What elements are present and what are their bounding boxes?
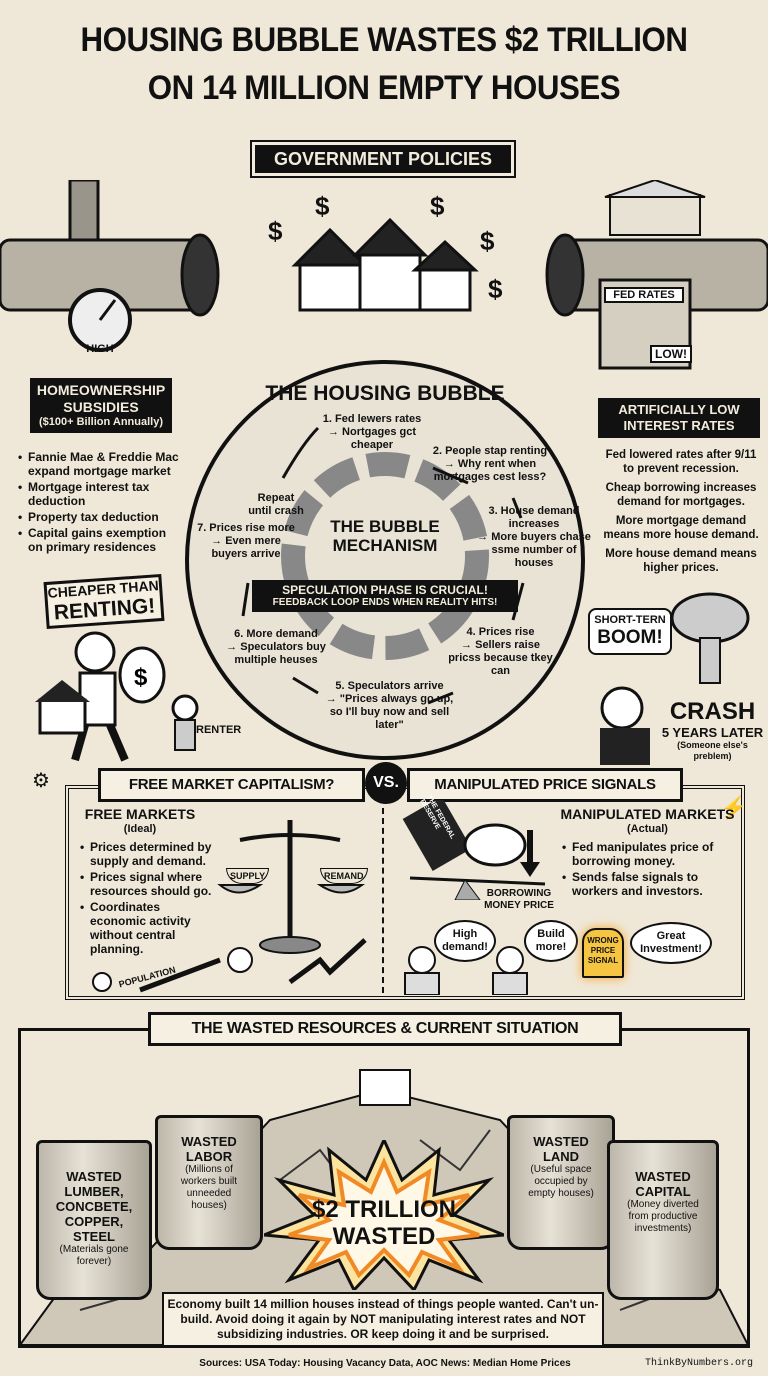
low-rates-text: Fed lowered rates after 9/11 to prevent …: [600, 448, 762, 575]
step-4: 4. Prices rise→ Sellers raise pricss bec…: [448, 626, 553, 677]
borrowing-price-label: BORROWING MONEY PRICE: [484, 888, 554, 911]
free-market-item: Prices signal where resources should go.: [80, 870, 218, 898]
speculation-banner-line-1: SPECULATION PHASE IS CRUCIAL!: [282, 583, 488, 597]
dollar-sign-icons: $ $ $ $ $: [268, 191, 503, 304]
subsidy-item: Capital gains exemption on primary resid…: [18, 526, 182, 554]
homeownership-subsidies-header: HOMEOWNERSHIP SUBSIDIES ($100+ Billion A…: [30, 378, 172, 433]
rates-paragraph: More house demand means higher prices.: [605, 548, 757, 574]
svg-text:$: $: [430, 191, 445, 221]
free-market-item: Coordinates economic activity without ce…: [80, 900, 218, 956]
step-3: 3. House demand increases→ More buyers c…: [477, 505, 591, 569]
can-capital: WASTED CAPITAL (Money diverted from prod…: [607, 1140, 719, 1300]
broken-house-icon: [359, 1069, 411, 1106]
crash-label: CRASH 5 YEARS LATER (Someone else's preb…: [661, 698, 764, 761]
fed-rates-label: FED RATES: [604, 287, 684, 303]
subsidy-item: Fannie Mae & Freddie Mac expand mortgage…: [18, 450, 182, 478]
mushroom-cloud-icon: [670, 592, 750, 644]
rates-paragraph: Cheap borrowing increases demand for mor…: [605, 482, 757, 508]
site-credit[interactable]: ThinkByNumbers.org: [645, 1358, 754, 1369]
house-icon: [38, 698, 87, 735]
speech-great-investment: Great Investment!: [630, 922, 712, 964]
bubble-mechanism-title: THE BUBBLE MECHANISM: [330, 517, 440, 555]
speculation-banner-line-2: FEEDBACK LOOP ENDS WHEN REALITY HITS!: [272, 597, 498, 608]
subsidies-title: HOMEOWNERSHIP SUBSIDIES: [36, 382, 166, 415]
manipulated-markets-list: Fed manipulates price of borrowing money…: [562, 840, 737, 900]
manipulated-signals-banner: MANIPULATED PRICE SIGNALS: [407, 768, 683, 802]
sources: Sources: USA Today: Housing Vacancy Data…: [199, 1358, 571, 1369]
vs-badge: VS.: [365, 762, 407, 804]
can-lumber: WASTED LUMBER, CONCBETE, COPPER, STEEL (…: [36, 1140, 152, 1300]
low-rates-header: ARTIFICIALLY LOW INTEREST RATES: [598, 398, 760, 438]
tilted-scale-icon: [409, 876, 546, 886]
free-markets-list: Prices determined by supply and demand. …: [80, 840, 218, 958]
can-land: WASTED LAND (Useful space occupied by em…: [507, 1115, 615, 1250]
title-line-1: HOUSING BUBBLE WASTES $2 TRILLION: [80, 21, 688, 59]
houses-on-bubble-icon: [291, 217, 479, 312]
lever-low-label[interactable]: LOW!: [650, 345, 692, 363]
population-arrow: [139, 957, 221, 993]
free-market-illustration: [92, 820, 367, 993]
step-5: 5. Speculators arrive→ "Prices always go…: [325, 680, 454, 731]
subsidies-list: Fannie Mae & Freddie Mac expand mortgage…: [18, 450, 182, 556]
burst-line-1: $2 TRILLION: [311, 1196, 456, 1223]
free-market-banner: FREE MARKET CAPITALISM?: [98, 768, 365, 802]
homeowner-illustration: $: [35, 631, 199, 762]
free-markets-heading: FREE MARKETS (Ideal): [84, 806, 196, 835]
speech-high-demand: High demand!: [434, 920, 496, 962]
money-bag-icon: [118, 646, 166, 704]
government-building-icon: [609, 194, 701, 236]
politician-and-mushroom-cloud: [600, 592, 750, 765]
speculation-banner: SPECULATION PHASE IS CRUCIAL! FEEDBACK L…: [252, 580, 518, 612]
manipulated-market-item: Sends false signals to workers and inves…: [562, 870, 737, 898]
speech-build-more: Build more!: [524, 920, 578, 962]
subsidies-subtitle: ($100+ Billion Annually): [39, 416, 163, 428]
wasted-resources-banner: THE WASTED RESOURCES & CURRENT SITUATION: [148, 1012, 622, 1046]
svg-text:$: $: [480, 226, 495, 256]
divider: [382, 808, 384, 993]
subsidy-item: Mortgage interest tax deduction: [18, 480, 182, 508]
housing-bubble-title: THE HOUSING BUBBLE: [265, 382, 505, 405]
can-labor: WASTED LABOR (Millions of workers built …: [155, 1115, 263, 1250]
lightning-icon: ⚡: [720, 795, 748, 820]
demand-pan-label: REMAND: [320, 868, 368, 884]
starburst-icon: [264, 1140, 504, 1290]
wrong-price-signal-alarm: WRONG PRICE SIGNAL: [582, 928, 624, 978]
svg-text:$: $: [134, 664, 148, 691]
cheaper-than-renting-sign: CHEAPER THAN RENTING!: [43, 573, 165, 630]
svg-text:$: $: [315, 191, 330, 221]
growth-arrow: [288, 938, 367, 985]
gauge-label: HIGH: [86, 343, 114, 355]
rates-paragraph: Fed lowered rates after 9/11 to prevent …: [605, 449, 757, 475]
subsidy-item: Property tax deduction: [18, 510, 182, 524]
svg-text:$: $: [488, 274, 503, 304]
rates-paragraph: More mortgage demand means more house de…: [603, 515, 759, 541]
burst-line-2: WASTED: [332, 1223, 436, 1250]
housing-bubble: [185, 360, 585, 760]
step-1: 1. Fed lewers rates→ Nortgages gct cheap…: [322, 413, 422, 451]
step-6: 6. More demand→ Speculators buy multiple…: [226, 628, 326, 666]
cycle-arrows: [241, 426, 525, 705]
renter-label: RENTER: [196, 724, 242, 736]
manipulated-market-item: Fed manipulates price of borrowing money…: [562, 840, 737, 868]
pipes-illustration: $ $ $ $ $: [0, 180, 768, 370]
title-line-2: ON 14 MILLION EMPTY HOUSES: [147, 69, 621, 107]
summary-box: Economy built 14 million houses instead …: [162, 1292, 604, 1347]
workers-illustration: [404, 946, 528, 995]
smokestack: [68, 180, 100, 242]
fed-hand-illustration: [402, 800, 546, 900]
government-policies-label: GOVERNMENT POLICIES: [250, 140, 516, 178]
gear-icon: ⚙: [32, 770, 50, 792]
free-market-item: Prices determined by supply and demand.: [80, 840, 218, 868]
manipulated-markets-heading: MANIPULATED MARKETS (Actual): [560, 806, 735, 835]
gear-cycle-icon: [281, 452, 489, 660]
step-7: 7. Prices rise more→ Even mere buyers ar…: [197, 522, 295, 560]
svg-text:$: $: [268, 216, 283, 246]
step-2: 2. People stap renting→ Why rent when mo…: [432, 445, 548, 483]
